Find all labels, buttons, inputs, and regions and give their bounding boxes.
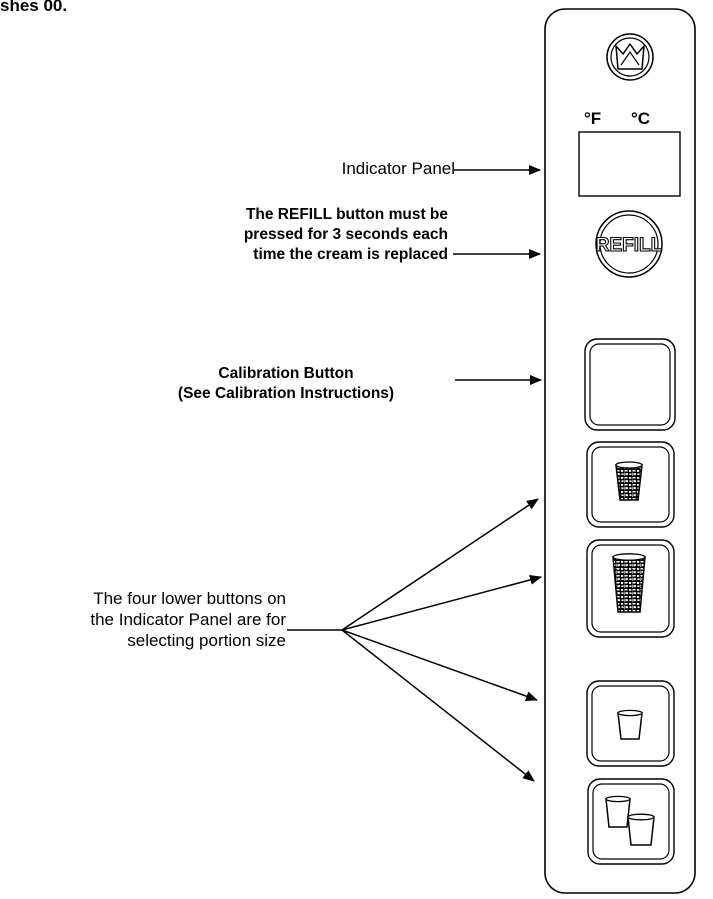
portion-arrow-double-cup [341,629,535,782]
portion-button-large-cup[interactable] [586,539,675,638]
refill-callout: The REFILL button must be pressed for 3 … [244,205,448,265]
calibration-callout: Calibration Button (See Calibration Inst… [149,364,423,404]
panel-outline [544,8,696,894]
calibration-callout-line: (See Calibration Instructions) [177,385,395,402]
portion-callout-line: the Indicator Panel are for [90,610,286,629]
crown-logo-icon [606,33,654,81]
unit-fahrenheit-label: °F [584,109,601,128]
refill-callout-line: time the cream is replaced [253,246,448,263]
portion-callout-line: selecting portion size [127,631,286,650]
portion-button-small-cup[interactable] [586,441,675,528]
refill-button[interactable]: REFILL [595,210,663,278]
large-textured-cup-icon [612,553,646,613]
single-cup-icon [617,709,643,740]
portion-arrow-small-cup [341,498,539,631]
small-textured-cup-icon [615,461,643,501]
refill-button-label: REFILL [596,235,663,256]
cut-header-text: shes 00. [0,0,68,15]
portion-button-single-cup[interactable] [586,680,675,767]
calibration-button[interactable] [584,338,676,431]
portion-callout: The four lower buttons on the Indicator … [90,588,286,651]
refill-callout-line: pressed for 3 seconds each [243,226,448,243]
calibration-callout-line: Calibration Button [218,365,354,382]
portion-arrow-large-cup [341,574,542,631]
refill-callout-line: The REFILL button must be [245,206,448,223]
portion-button-double-cup[interactable] [587,778,675,865]
unit-celsius-label: °C [631,109,650,128]
portion-arrow-single-cup [341,629,538,701]
portion-callout-line: The four lower buttons on [93,589,286,608]
indicator-panel-label: Indicator Panel [341,159,455,178]
temperature-display [578,131,681,197]
double-cup-icon [605,795,655,846]
